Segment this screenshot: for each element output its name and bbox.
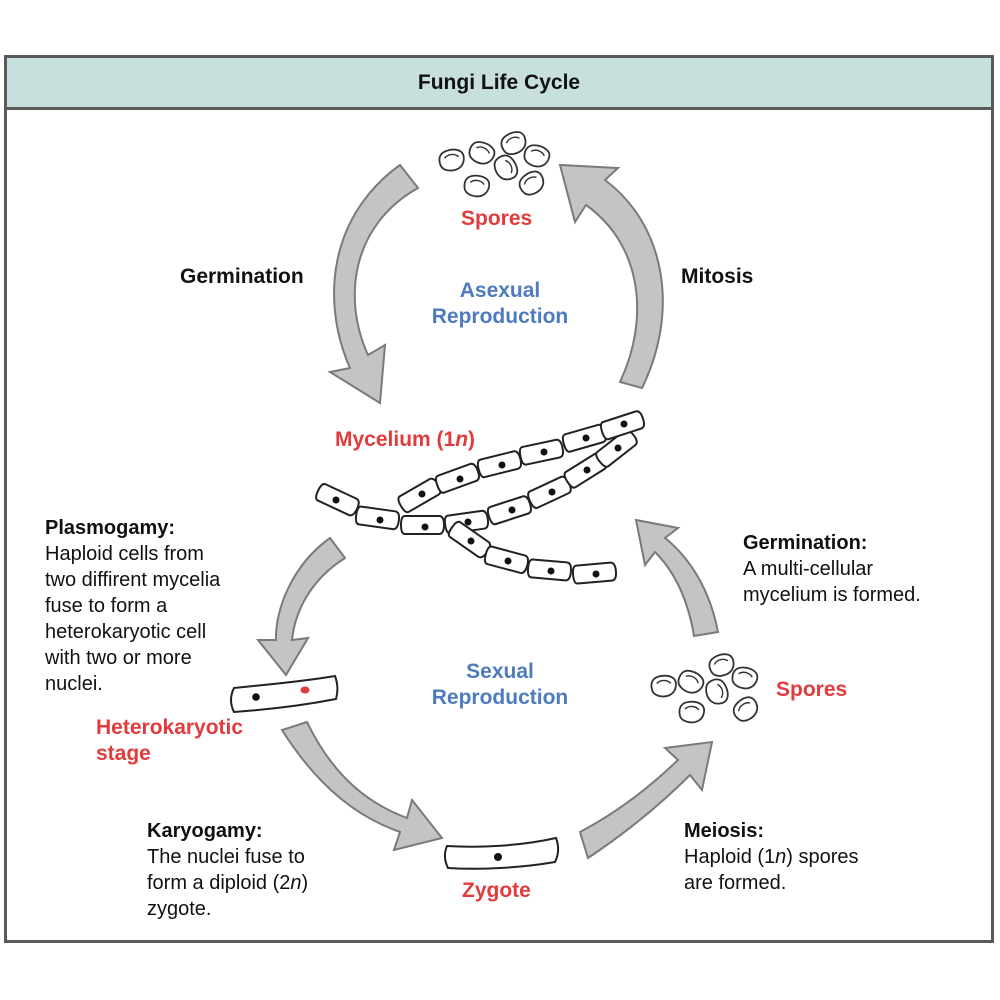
karyogamy-line: zygote. bbox=[147, 898, 212, 920]
meiosis-line1-close: ) spores bbox=[786, 846, 859, 868]
karyogamy-line: form a diploid (2n) bbox=[147, 870, 308, 896]
plasmogamy-line: nuclei. bbox=[45, 673, 103, 695]
mitosis-label: Mitosis bbox=[681, 265, 754, 288]
karyogamy-line2-close: ) bbox=[301, 872, 309, 894]
arrow-mitosis bbox=[558, 163, 664, 390]
spores-cluster-right bbox=[649, 650, 763, 726]
mycelium-n: n bbox=[455, 428, 469, 451]
plasmogamy-line: Haploid cells from bbox=[45, 543, 204, 565]
heterokaryotic-line-2: stage bbox=[96, 742, 151, 765]
asexual-line-2: Reproduction bbox=[431, 305, 569, 328]
germination-sexual-heading: Germination: bbox=[743, 532, 868, 554]
mycelium-label: Mycelium (1n) bbox=[335, 427, 475, 453]
meiosis-line: Haploid (1n) spores bbox=[684, 844, 859, 870]
meiosis-description: Meiosis: Haploid (1n) spores are formed. bbox=[684, 818, 859, 896]
germination-sexual-description: Germination: A multi-cellular mycelium i… bbox=[743, 530, 921, 608]
karyogamy-line: The nuclei fuse to bbox=[147, 846, 305, 868]
meiosis-line1-text: Haploid (1 bbox=[684, 846, 776, 868]
plasmogamy-description: Plasmogamy: Haploid cells from two diffi… bbox=[45, 515, 220, 697]
arrow-plasmogamy bbox=[255, 536, 347, 677]
germination-sexual-line: A multi-cellular bbox=[743, 558, 874, 580]
plasmogamy-line: heterokaryotic cell bbox=[45, 621, 207, 643]
heterokaryotic-line-1: Heterokaryotic bbox=[96, 716, 244, 739]
asexual-line-1: Asexual bbox=[459, 279, 541, 302]
sexual-line-2: Reproduction bbox=[431, 686, 569, 709]
meiosis-heading: Meiosis: bbox=[684, 820, 765, 842]
title-bar: Fungi Life Cycle bbox=[7, 58, 991, 110]
germination-asexual-label: Germination bbox=[180, 265, 304, 288]
karyogamy-n: n bbox=[290, 872, 302, 894]
heterokaryotic-cell bbox=[230, 674, 339, 714]
zygote-cell bbox=[443, 836, 560, 870]
spores-right-label: Spores bbox=[776, 678, 848, 701]
plasmogamy-line: with two or more bbox=[45, 647, 192, 669]
meiosis-line: are formed. bbox=[684, 872, 787, 894]
spores-top-label: Spores bbox=[461, 207, 533, 230]
plasmogamy-line: fuse to form a bbox=[45, 595, 168, 617]
karyogamy-description: Karyogamy: The nuclei fuse to form a dip… bbox=[147, 818, 308, 922]
karyogamy-line2-text: form a diploid (2 bbox=[147, 872, 291, 894]
zygote-label: Zygote bbox=[462, 879, 531, 902]
meiosis-n: n bbox=[775, 846, 787, 868]
plasmogamy-line: two diffirent mycelia bbox=[45, 569, 221, 591]
karyogamy-heading: Karyogamy: bbox=[147, 820, 263, 842]
germination-sexual-line: mycelium is formed. bbox=[743, 584, 921, 606]
mycelium-hyphae bbox=[313, 408, 647, 585]
diagram-title: Fungi Life Cycle bbox=[417, 70, 581, 94]
plasmogamy-heading: Plasmogamy: bbox=[45, 517, 176, 539]
mycelium-text: Mycelium (1 bbox=[335, 428, 456, 451]
diagram-frame: Fungi Life Cycle bbox=[4, 55, 994, 943]
arrow-meiosis bbox=[578, 740, 714, 860]
heterokaryotic-stage-label: Heterokaryotic stage bbox=[96, 715, 243, 767]
mycelium-close: ) bbox=[468, 428, 476, 451]
arrow-germination-asexual bbox=[327, 163, 420, 405]
asexual-reproduction-label: Asexual Reproduction bbox=[420, 278, 580, 330]
arrow-germination-sexual bbox=[634, 518, 720, 638]
sexual-line-1: Sexual bbox=[466, 660, 534, 683]
sexual-reproduction-label: Sexual Reproduction bbox=[420, 659, 580, 711]
arrow-karyogamy bbox=[280, 720, 444, 852]
spores-cluster-top bbox=[436, 127, 553, 200]
